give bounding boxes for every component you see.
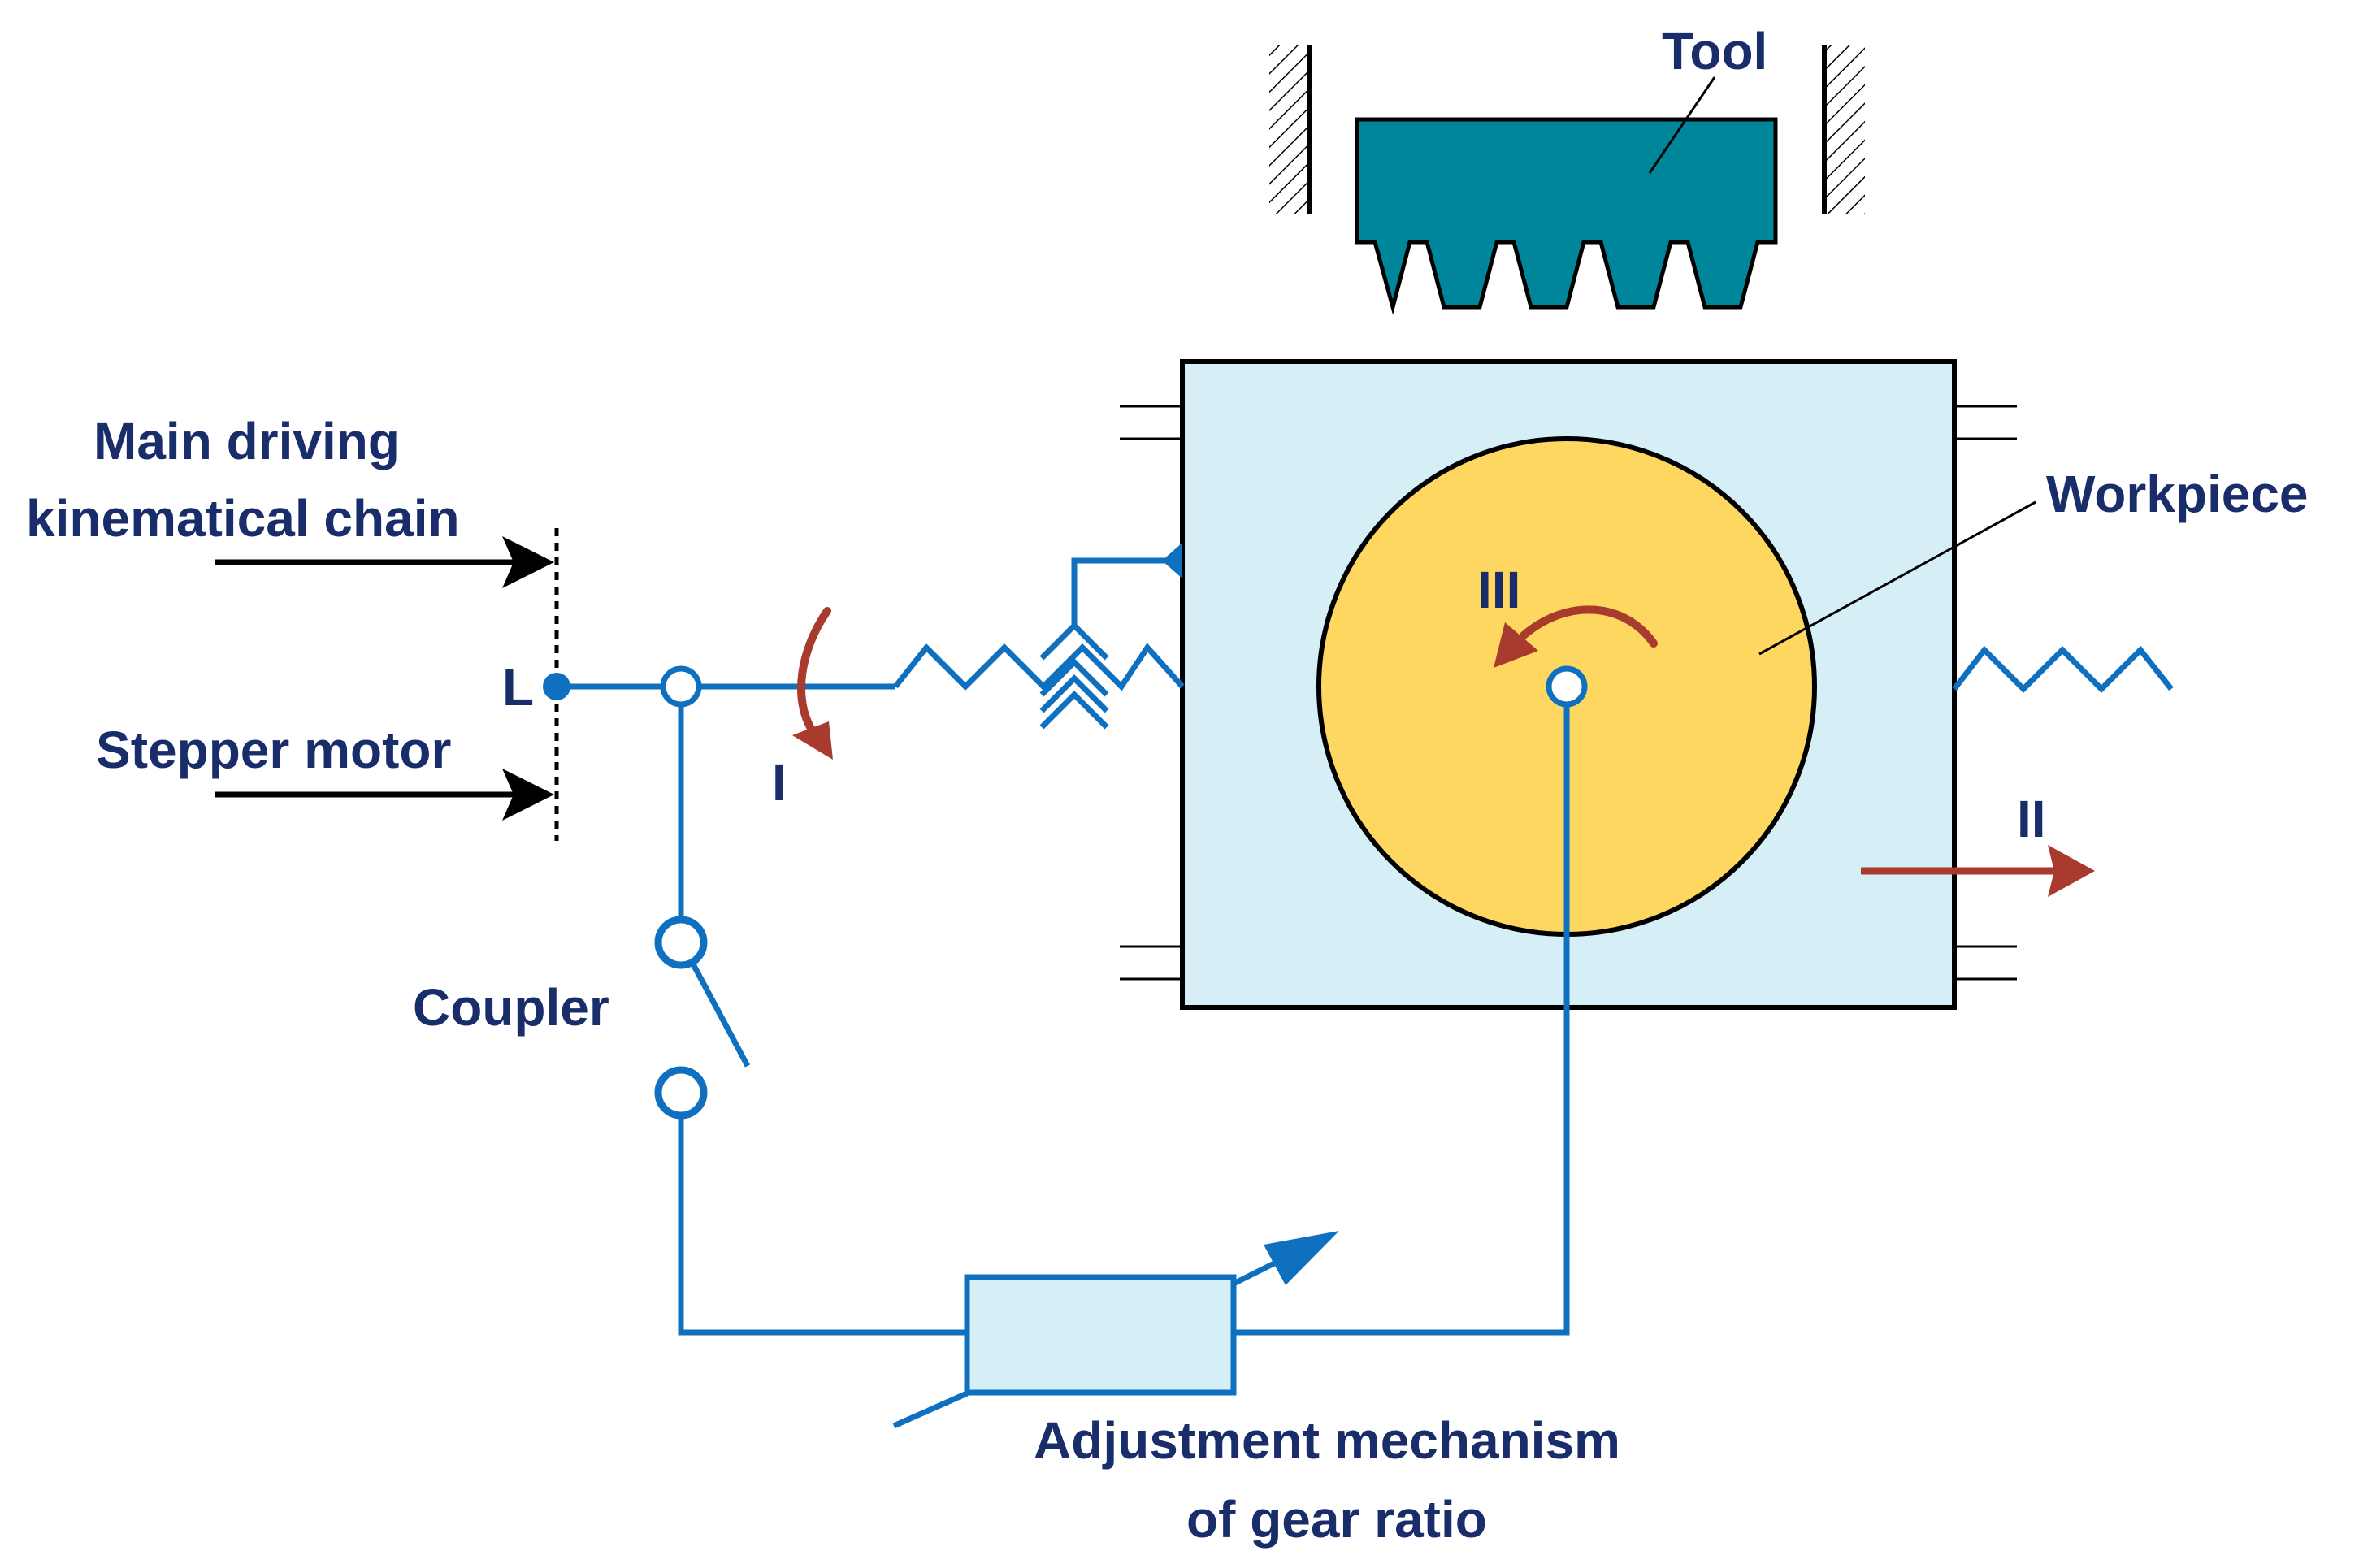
rotation-i-arrow xyxy=(797,607,831,735)
motion-iii-label: III xyxy=(1477,561,1520,619)
point-l-node xyxy=(543,673,570,700)
rotation-iii-arrow xyxy=(1520,605,1658,648)
lead-screw-spring xyxy=(893,643,1185,691)
shaft-branch-joint xyxy=(660,665,702,708)
adjustment-label-line1: Adjustment mechanism xyxy=(1034,1411,1620,1470)
workpiece-label: Workpiece xyxy=(2046,465,2309,523)
coupler-to-adjustment-line xyxy=(678,1115,967,1336)
tool-leader-line xyxy=(1648,76,1716,174)
feed-spring-right xyxy=(1952,645,2174,693)
adjustment-input-stub xyxy=(892,1390,969,1429)
workpiece-leader-line xyxy=(1758,500,2036,656)
adjustment-arrow-head xyxy=(1264,1231,1339,1285)
stepper-motor-label: Stepper motor xyxy=(96,721,451,779)
adjustment-label-line2: of gear ratio xyxy=(1186,1490,1487,1549)
tool-label: Tool xyxy=(1662,22,1767,80)
motion-i-label: I xyxy=(772,753,787,812)
coupler-label: Coupler xyxy=(413,978,609,1037)
workpiece-spindle-joint xyxy=(1546,665,1588,708)
tool-guide-left xyxy=(1269,45,1312,214)
coupler-upper-joint xyxy=(654,916,708,969)
tool-guide-right xyxy=(1822,45,1865,214)
main-chain-label-line1: Main driving xyxy=(93,412,400,470)
point-l-label: L xyxy=(502,658,534,717)
coupler-lower-joint xyxy=(654,1066,708,1120)
screw-nut xyxy=(1039,557,1182,730)
motion-ii-label: II xyxy=(2017,790,2046,848)
table-slide-guides xyxy=(1120,405,2017,981)
nut-mount-marker xyxy=(1162,543,1182,578)
adjustment-mechanism-box xyxy=(964,1274,1237,1396)
workpiece-feedback-line xyxy=(1234,687,1570,1336)
coupler-switch-arm xyxy=(689,961,751,1068)
main-chain-label-line2: kinematical chain xyxy=(26,489,460,548)
tool-rack xyxy=(1355,117,1778,315)
